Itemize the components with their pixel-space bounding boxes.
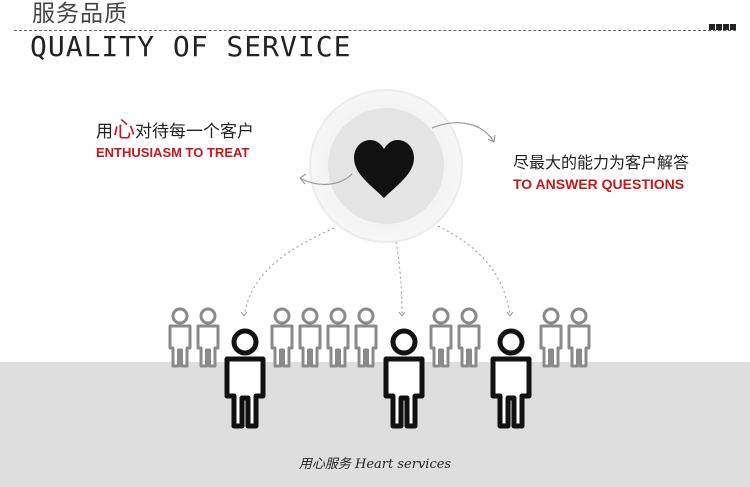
page-title-en: QUALITY OF SERVICE	[30, 30, 352, 63]
page-title-cn: 服务品质	[32, 1, 128, 27]
right-caption-cn: 尽最大的能力为客户解答	[513, 153, 690, 172]
left-caption-prefix: 用	[96, 122, 113, 142]
curved-arrow-icon	[431, 122, 495, 143]
right-caption: 尽最大的能力为客户解答 TO ANSWER QUESTIONS	[513, 152, 689, 194]
dashed-connector	[243, 227, 335, 317]
left-caption-highlight: 心	[113, 118, 136, 143]
left-caption-en: ENTHUSIASM TO TREAT	[96, 145, 250, 160]
left-caption: 用心对待每一个客户 ENTHUSIASM TO TREAT	[96, 118, 254, 161]
header-dots	[709, 24, 736, 30]
footer-slogan: 用心服务 Heart services	[298, 457, 452, 472]
heart-icon	[354, 140, 414, 198]
header-divider	[14, 30, 736, 31]
dashed-connector	[395, 241, 403, 317]
curved-arrow-icon	[299, 173, 353, 185]
left-caption-suffix: 对待每一个客户	[135, 122, 255, 142]
right-caption-en: TO ANSWER QUESTIONS	[513, 176, 685, 192]
dashed-connector	[437, 225, 511, 317]
floor-band	[0, 362, 750, 487]
